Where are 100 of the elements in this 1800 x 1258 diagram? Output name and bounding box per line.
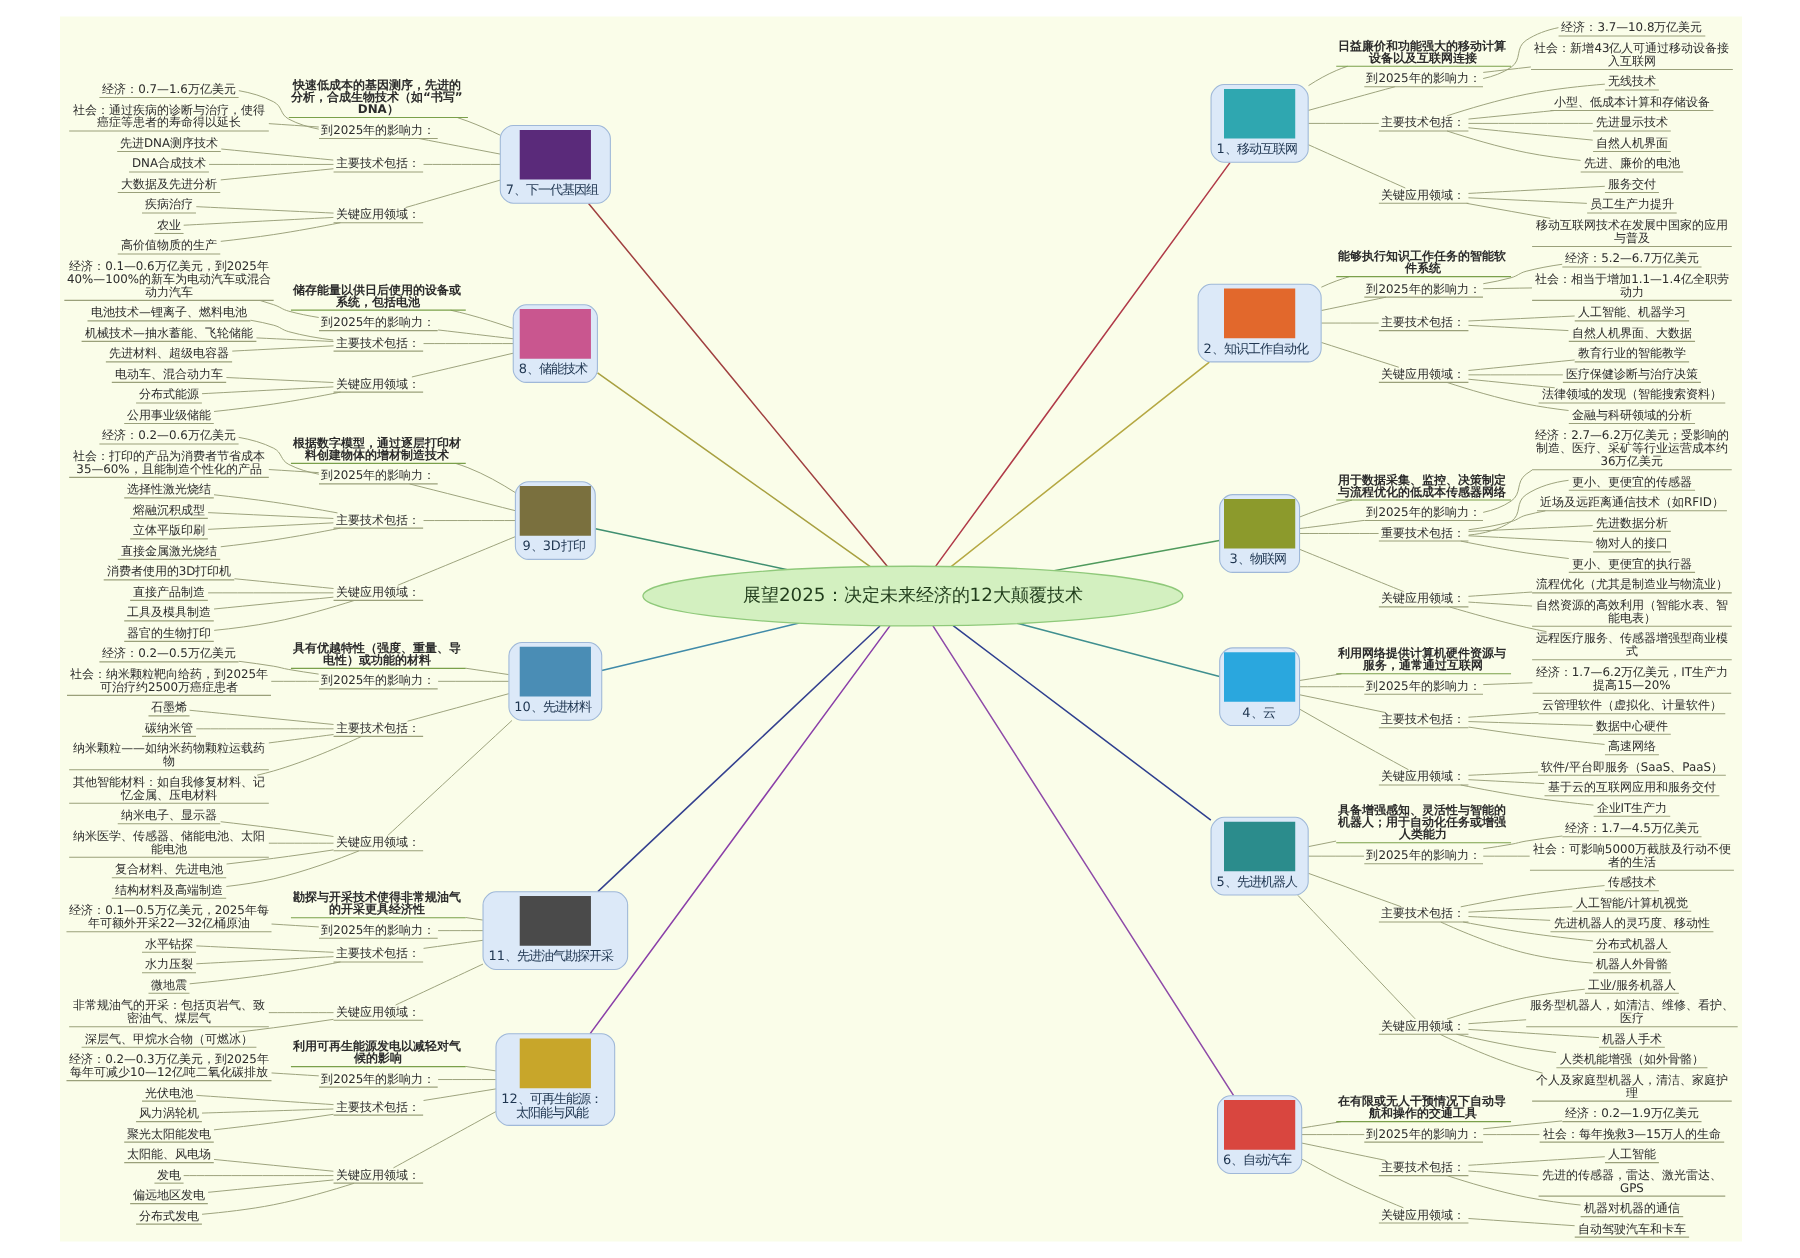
connector	[194, 728, 334, 730]
connector	[455, 117, 500, 136]
connector	[586, 202, 887, 567]
connector	[1445, 130, 1581, 161]
connector	[436, 1079, 496, 1081]
connector	[206, 522, 333, 530]
connector	[1298, 533, 1379, 534]
connector	[1445, 988, 1585, 1020]
connector	[1467, 479, 1569, 536]
connector	[934, 161, 1230, 567]
connector	[1481, 27, 1558, 80]
connector	[408, 483, 515, 512]
connector	[422, 939, 483, 949]
connector	[225, 849, 333, 865]
connector	[1481, 66, 1531, 73]
connector	[1466, 1028, 1599, 1039]
connector	[1466, 127, 1593, 141]
connector	[206, 1179, 333, 1193]
connector	[1306, 855, 1364, 857]
connector	[188, 709, 334, 725]
connector	[1466, 771, 1538, 776]
connector	[404, 179, 500, 209]
connector	[200, 386, 333, 395]
connector	[206, 512, 333, 519]
connector	[1319, 322, 1379, 324]
connector	[1016, 622, 1220, 678]
connector	[931, 625, 1234, 1097]
connector	[188, 961, 340, 985]
connector	[422, 520, 515, 522]
connector	[593, 528, 788, 571]
connector	[1466, 359, 1575, 371]
connector	[1466, 1218, 1575, 1227]
connector	[212, 1113, 333, 1131]
connector	[1319, 342, 1399, 368]
connector	[1481, 682, 1532, 686]
connector	[1455, 1033, 1556, 1054]
connector	[1052, 539, 1220, 572]
connector	[182, 216, 333, 226]
connector	[406, 693, 509, 722]
connector	[237, 90, 319, 130]
connector	[1467, 510, 1545, 531]
connector	[391, 1111, 496, 1169]
connector	[1296, 894, 1415, 1020]
connector	[194, 956, 334, 965]
connector	[194, 206, 334, 214]
connector	[1466, 122, 1593, 124]
connector	[1448, 606, 1546, 633]
connector	[258, 299, 319, 318]
connector	[182, 1175, 333, 1177]
connector	[1465, 202, 1550, 219]
connector	[1466, 197, 1587, 204]
connector	[436, 329, 513, 340]
connector	[1319, 276, 1349, 288]
connector	[449, 309, 513, 329]
connector	[1306, 840, 1336, 848]
connector	[1466, 535, 1593, 543]
connector	[206, 592, 333, 594]
connector	[1300, 1134, 1364, 1136]
connector	[219, 222, 340, 242]
connector	[1459, 784, 1593, 806]
connector	[1300, 1158, 1403, 1209]
connector	[1481, 1120, 1562, 1130]
connector	[270, 923, 319, 928]
connector	[200, 1108, 333, 1114]
connector	[1459, 885, 1605, 908]
connector	[1445, 381, 1569, 412]
connector	[212, 596, 333, 610]
connector	[1298, 694, 1386, 714]
connector	[600, 622, 799, 672]
connector	[1481, 855, 1530, 857]
connector	[270, 1072, 319, 1077]
connector	[422, 163, 500, 165]
connector	[1466, 315, 1575, 322]
connector	[1300, 1121, 1341, 1129]
connector	[1466, 110, 1555, 120]
connector	[267, 123, 319, 128]
connector	[1306, 122, 1379, 124]
connector	[207, 163, 333, 165]
connector	[219, 148, 333, 161]
connector	[1466, 185, 1605, 194]
node-ellipse: 展望2025：决定未来经济的12大颠覆技术	[641, 565, 1183, 627]
connector	[1466, 525, 1593, 532]
connector	[1300, 1142, 1386, 1161]
connector	[1306, 86, 1395, 111]
connector	[219, 527, 340, 548]
connector	[212, 600, 354, 631]
connector	[951, 624, 1211, 821]
connector	[212, 1158, 333, 1172]
connector	[1466, 591, 1532, 597]
connector	[949, 361, 1210, 568]
connector	[1466, 1019, 1526, 1025]
connector	[1466, 1156, 1605, 1166]
connector	[394, 963, 483, 1006]
connector	[267, 469, 319, 474]
connector	[219, 168, 333, 181]
connector	[436, 680, 509, 682]
connector	[1298, 519, 1364, 529]
connector	[1306, 144, 1405, 189]
connector	[194, 1094, 334, 1106]
connector	[1445, 83, 1605, 117]
